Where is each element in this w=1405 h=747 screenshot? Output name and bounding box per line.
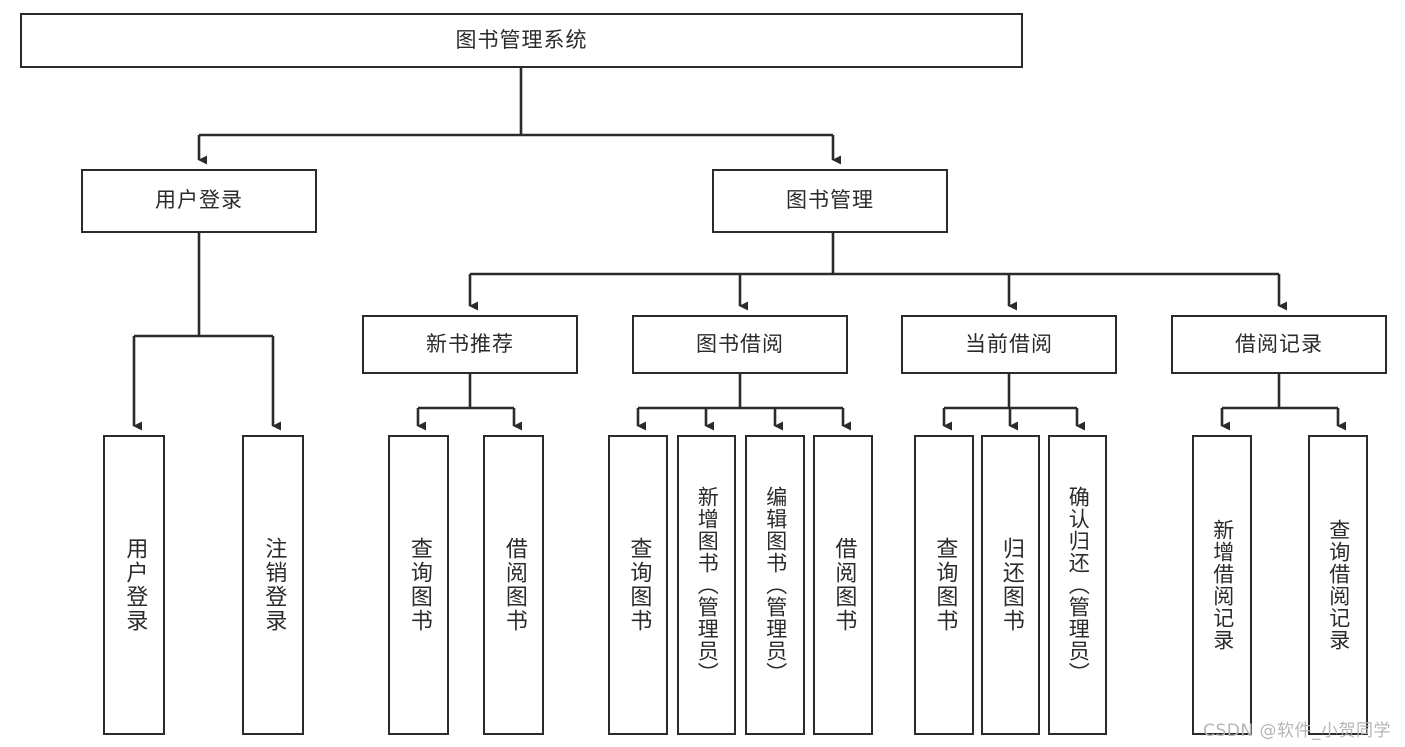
node-leaf-add-record[interactable]: 新增借阅记录 <box>1192 435 1252 735</box>
node-book-borrow-label: 图书借阅 <box>696 331 784 356</box>
node-leaf-user-logout[interactable]: 注销登录 <box>242 435 304 735</box>
node-user-login[interactable]: 用户登录 <box>81 169 317 233</box>
node-leaf-borrow-book-2[interactable]: 借阅图书 <box>813 435 873 735</box>
node-leaf-query-book-1-label: 查询图书 <box>406 537 432 633</box>
node-leaf-add-record-label: 新增借阅记录 <box>1210 519 1235 651</box>
node-leaf-borrow-book-1[interactable]: 借阅图书 <box>483 435 544 735</box>
node-borrow-record[interactable]: 借阅记录 <box>1171 315 1387 374</box>
node-current-borrow-label: 当前借阅 <box>965 331 1053 356</box>
node-leaf-return-book-label: 归还图书 <box>998 537 1024 633</box>
node-leaf-confirm-return-label: 确认归还（管理员） <box>1066 486 1091 684</box>
node-leaf-query-book-2[interactable]: 查询图书 <box>608 435 668 735</box>
node-leaf-add-book-label: 新增图书（管理员） <box>695 486 720 684</box>
node-leaf-query-record-label: 查询借阅记录 <box>1326 519 1351 651</box>
node-borrow-record-label: 借阅记录 <box>1235 331 1323 356</box>
node-leaf-user-logout-label: 注销登录 <box>261 537 287 633</box>
node-leaf-return-book[interactable]: 归还图书 <box>981 435 1040 735</box>
node-leaf-edit-book[interactable]: 编辑图书（管理员） <box>745 435 805 735</box>
node-leaf-add-book[interactable]: 新增图书（管理员） <box>677 435 736 735</box>
node-leaf-query-record[interactable]: 查询借阅记录 <box>1308 435 1368 735</box>
node-book-borrow[interactable]: 图书借阅 <box>632 315 848 374</box>
node-leaf-user-login-label: 用户登录 <box>122 537 148 633</box>
node-book-management-label: 图书管理 <box>786 188 874 213</box>
node-root-label: 图书管理系统 <box>455 27 588 52</box>
node-leaf-query-book-3-label: 查询图书 <box>932 537 958 633</box>
node-leaf-query-book-1[interactable]: 查询图书 <box>388 435 449 735</box>
node-leaf-edit-book-label: 编辑图书（管理员） <box>763 486 788 684</box>
node-leaf-borrow-book-2-label: 借阅图书 <box>831 537 857 633</box>
node-user-login-label: 用户登录 <box>155 188 243 213</box>
node-new-book-recommend-label: 新书推荐 <box>426 331 514 356</box>
node-book-management[interactable]: 图书管理 <box>712 169 948 233</box>
node-leaf-query-book-3[interactable]: 查询图书 <box>914 435 974 735</box>
node-leaf-confirm-return[interactable]: 确认归还（管理员） <box>1048 435 1107 735</box>
node-current-borrow[interactable]: 当前借阅 <box>901 315 1117 374</box>
node-leaf-borrow-book-1-label: 借阅图书 <box>501 537 527 633</box>
node-leaf-user-login[interactable]: 用户登录 <box>103 435 165 735</box>
node-leaf-query-book-2-label: 查询图书 <box>626 537 652 633</box>
node-new-book-recommend[interactable]: 新书推荐 <box>362 315 578 374</box>
node-root-book-management-system[interactable]: 图书管理系统 <box>20 13 1023 68</box>
